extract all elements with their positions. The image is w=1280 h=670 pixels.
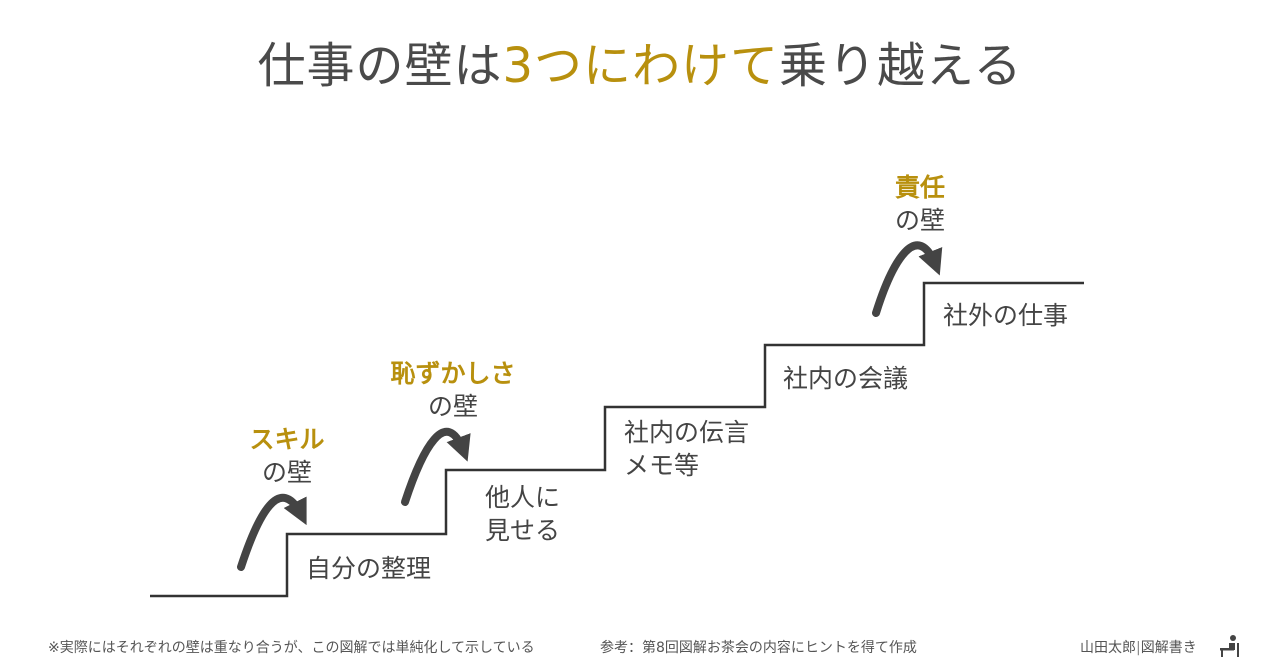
page-title: 仕事の壁は3つにわけて乗り越える xyxy=(0,26,1280,96)
skill-wall-label: スキル の壁 xyxy=(227,423,347,489)
step-line: 見せる xyxy=(485,516,561,545)
step-line: メモ等 xyxy=(624,451,700,480)
responsibility-wall-label: 責任 の壁 xyxy=(860,171,980,237)
author-name: 山田太郎 xyxy=(1080,640,1136,656)
title-part1: 仕事の壁は xyxy=(257,38,503,94)
step-line: 他人に xyxy=(485,483,561,512)
step-3-label: 社内の伝言 メモ等 xyxy=(624,416,749,482)
footer-reference: 参考：第8回図解お茶会の内容にヒントを得て作成 xyxy=(600,640,917,656)
credit-separator: | xyxy=(1136,640,1141,656)
step-5-label: 社外の仕事 xyxy=(943,299,1068,332)
footer-note: ※実際にはそれぞれの壁は重なり合うが、この図解では単純化して示している xyxy=(48,640,535,656)
skill-wall-arrow xyxy=(237,493,307,571)
shame-wall-label: 恥ずかしさ の壁 xyxy=(373,357,533,423)
wall-name: 責任 xyxy=(894,173,945,202)
responsibility-wall-arrow xyxy=(872,241,943,317)
wall-suffix: の壁 xyxy=(427,392,478,421)
wall-name: スキル xyxy=(249,425,325,454)
staircase-line xyxy=(150,281,1084,598)
wall-name: 恥ずかしさ xyxy=(390,359,516,388)
footer-credit: 山田太郎|図解書き xyxy=(1080,637,1197,657)
brand-name: 図解書き xyxy=(1140,640,1197,656)
step-line: 自分の整理 xyxy=(306,554,432,583)
step-line: 社外の仕事 xyxy=(943,301,1069,330)
step-2-label: 他人に 見せる xyxy=(485,481,560,547)
wall-suffix: の壁 xyxy=(261,458,312,487)
step-1-label: 自分の整理 xyxy=(306,552,431,585)
title-part2: 乗り越える xyxy=(779,38,1023,94)
step-line: 社内の会議 xyxy=(783,364,909,393)
title-highlight: 3つにわけて xyxy=(502,38,779,94)
wall-suffix: の壁 xyxy=(894,206,945,235)
shame-wall-arrow xyxy=(401,427,471,506)
person-at-desk-icon xyxy=(1220,635,1239,657)
step-4-label: 社内の会議 xyxy=(783,362,908,395)
step-line: 社内の伝言 xyxy=(624,418,750,447)
